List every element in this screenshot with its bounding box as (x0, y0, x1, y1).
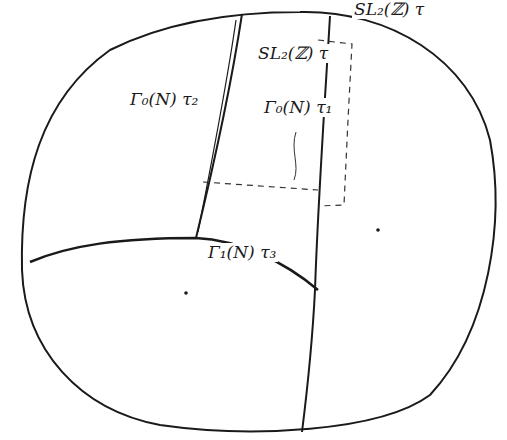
dashed-region (318, 40, 352, 206)
right-geodesic (302, 16, 330, 432)
disk-outline (22, 12, 496, 431)
bottom-geodesic (30, 238, 318, 290)
wiggly-boundary (294, 132, 296, 180)
point (376, 228, 380, 232)
region-label: Γ₀(N) τ₂ (128, 90, 200, 109)
left-geodesic (196, 14, 242, 238)
region-label: Γ₁(N) τ₃ (206, 243, 278, 262)
region-label: SL₂(ℤ) τ (352, 0, 426, 19)
region-label: SL₂(ℤ) τ (256, 44, 330, 63)
dashed-horizontal (203, 182, 318, 190)
left-geodesic-double (198, 20, 236, 232)
point (184, 291, 188, 295)
region-label: Γ₀(N) τ₁ (262, 98, 334, 117)
